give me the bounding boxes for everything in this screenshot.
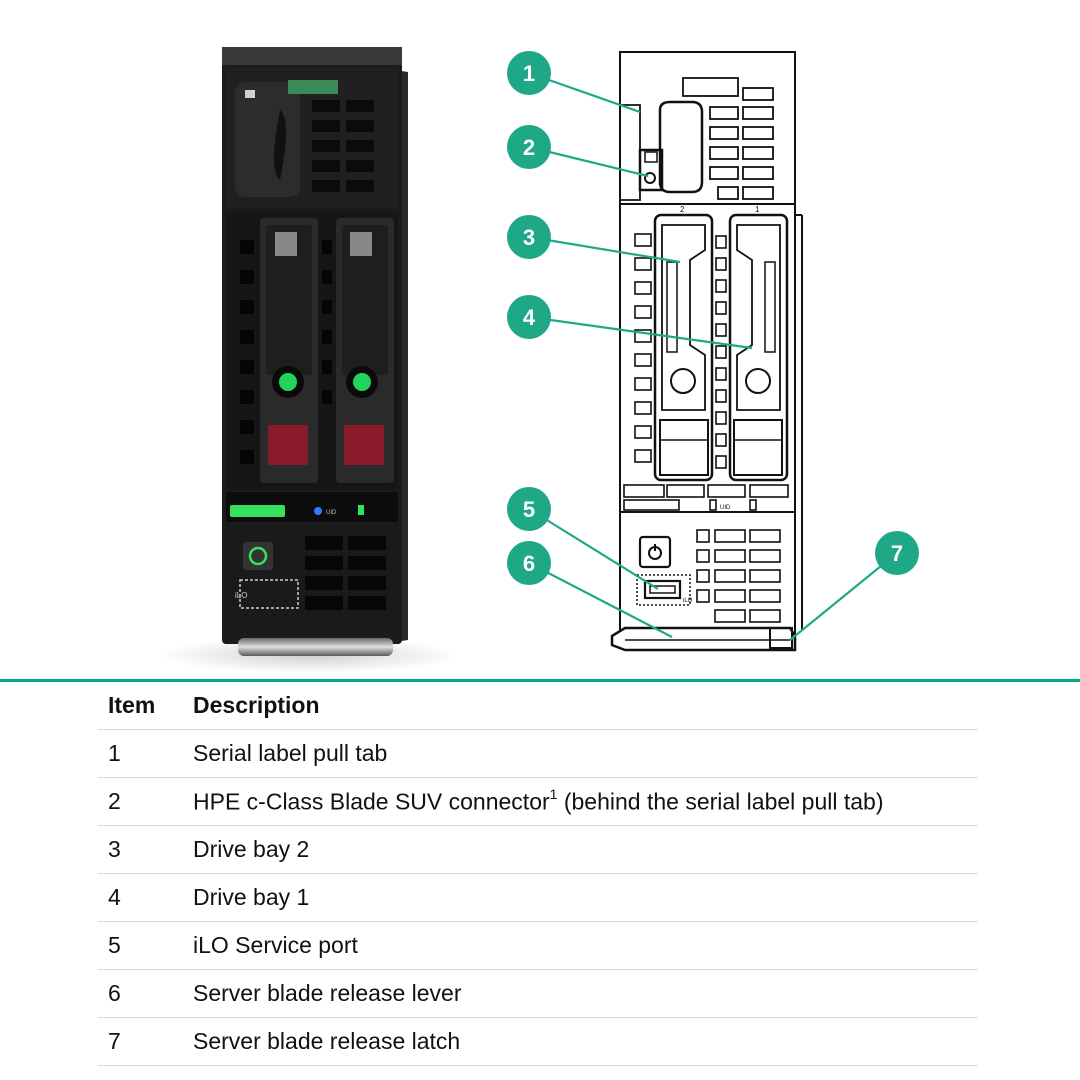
table-row: 4 Drive bay 1 [98,873,978,922]
legend-header-row: Item Description [98,682,978,730]
legend-item-number: 5 [98,921,183,970]
photo-ilo-label: iLO [235,591,247,600]
legend-item-number: 1 [98,729,183,778]
callout-number-2: 2 [523,135,535,160]
photo-drive-1 [336,218,394,483]
callout-number-4: 4 [523,305,536,330]
diagram-drive-bay-1 [728,213,789,482]
callout-number-7: 7 [891,541,903,566]
legend-item-number: 3 [98,825,183,874]
callout-marker-6: 6 [507,541,551,585]
table-row: 3 Drive bay 2 [98,825,978,874]
legend-header-item: Item [98,682,183,730]
legend-item-number: 7 [98,1017,183,1066]
legend-item-number: 4 [98,873,183,922]
footnote-marker: 1 [549,785,558,802]
callout-marker-5: 5 [507,487,551,531]
callout-marker-7: 7 [875,531,919,575]
table-row: 7 Server blade release latch [98,1017,978,1066]
callout-number-6: 6 [523,551,535,576]
callout-number-1: 1 [523,61,535,86]
table-row: 2 HPE c-Class Blade SUV connector1 (behi… [98,777,978,826]
callout-marker-2: 2 [507,125,551,169]
callout-marker-4: 4 [507,295,551,339]
figure: UID iLO [160,47,919,673]
photo-drive-2 [260,218,318,483]
legend-description-text: HPE c-Class Blade SUV connector [193,788,550,815]
callout-markers: 1 2 3 4 5 6 7 [507,51,919,585]
callout-marker-1: 1 [507,51,551,95]
legend-description-suffix: (behind the serial label pull tab) [557,788,884,815]
legend-item-description: Server blade release latch [183,1017,978,1066]
legend-item-description: Drive bay 1 [183,873,978,922]
legend-item-description: Server blade release lever [183,969,978,1018]
table-row: 1 Serial label pull tab [98,729,978,778]
diagram-ilo-label: iLO [683,598,693,604]
legend-item-description: Serial label pull tab [183,729,978,778]
diagram-bay-number-1: 1 [755,205,760,214]
table-row: 5 iLO Service port [98,921,978,970]
server-blade-diagram: 2 1 [610,51,803,652]
callout-marker-3: 3 [507,215,551,259]
callout-number-3: 3 [523,225,535,250]
legend-table: Item Description 1 Serial label pull tab… [98,682,978,1066]
photo-uid-label: UID [326,510,337,516]
diagram-bay-number-2: 2 [680,205,685,214]
section-divider [0,679,1080,682]
legend-item-number: 2 [98,777,183,826]
legend-item-description: HPE c-Class Blade SUV connector1 (behind… [183,777,978,826]
legend-item-number: 6 [98,969,183,1018]
diagram-uid-label: UID [720,505,731,511]
table-row: 6 Server blade release lever [98,969,978,1018]
legend-item-description: iLO Service port [183,921,978,970]
callout-number-5: 5 [523,497,535,522]
diagram-drive-bay-2 [653,213,714,482]
server-blade-photo: UID iLO [160,47,460,673]
legend-item-description: Drive bay 2 [183,825,978,874]
legend-header-description: Description [183,682,978,730]
